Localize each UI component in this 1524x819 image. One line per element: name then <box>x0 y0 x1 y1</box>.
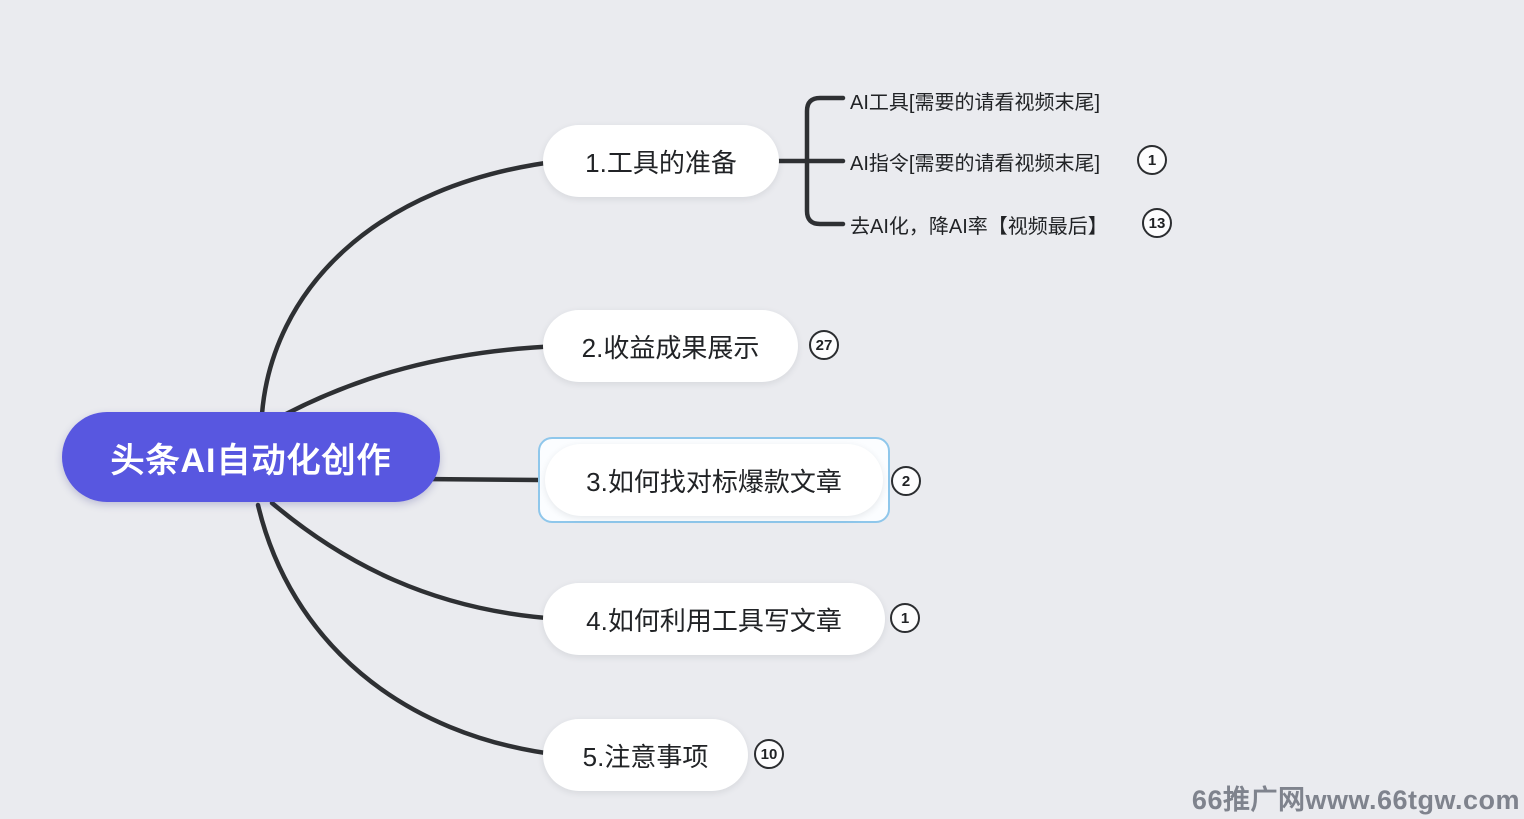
branch-node-3-find-articles[interactable]: 3.如何找对标爆款文章 <box>545 444 883 516</box>
branch-node-1-tools[interactable]: 1.工具的准备 <box>543 125 779 197</box>
branch-node-label: 3.如何找对标爆款文章 <box>586 466 842 497</box>
link-root-to-branch2 <box>283 343 563 417</box>
count-badge-subtopic-de-ai[interactable]: 13 <box>1142 208 1172 238</box>
branch-node-label: 4.如何利用工具写文章 <box>586 605 842 636</box>
link-root-to-branch3 <box>417 476 543 483</box>
branch-node-4-write-articles[interactable]: 4.如何利用工具写文章 <box>543 583 885 655</box>
subtopic-label: 去AI化，降AI率【视频最后】 <box>850 215 1108 238</box>
subtopic-ai-tools[interactable]: AI工具[需要的请看视频末尾] <box>850 86 1100 114</box>
branch-node-5-notes[interactable]: 5.注意事项 <box>543 719 748 791</box>
subtopic-label: AI工具[需要的请看视频末尾] <box>850 91 1101 114</box>
branch1-bracket-spine <box>804 95 846 227</box>
subtopic-de-ai[interactable]: 去AI化，降AI率【视频最后】 <box>850 210 1108 238</box>
watermark: 66推广网www.66tgw.com <box>1191 785 1520 815</box>
branch-node-label: 1.工具的准备 <box>585 147 737 178</box>
count-badge-subtopic-ai-prompts[interactable]: 1 <box>1137 145 1167 175</box>
branch-node-label: 5.注意事项 <box>582 741 709 772</box>
subtopic-ai-prompts[interactable]: AI指令[需要的请看视频末尾] <box>850 147 1100 175</box>
link-root-to-branch5 <box>255 502 563 758</box>
link-root-to-branch4 <box>269 500 563 622</box>
count-badge-branch-4[interactable]: 1 <box>890 603 920 633</box>
count-badge-branch-3[interactable]: 2 <box>891 466 921 496</box>
count-badge-branch-5[interactable]: 10 <box>754 739 784 769</box>
root-node[interactable]: 头条AI自动化创作 <box>62 412 440 502</box>
branch-node-label: 2.收益成果展示 <box>581 332 760 363</box>
subtopic-label: AI指令[需要的请看视频末尾] <box>850 152 1101 175</box>
branch-node-2-results[interactable]: 2.收益成果展示 <box>543 310 798 382</box>
root-node-label: 头条AI自动化创作 <box>110 441 392 480</box>
count-badge-branch-2[interactable]: 27 <box>809 330 839 360</box>
link-root-to-branch1 <box>259 158 563 417</box>
